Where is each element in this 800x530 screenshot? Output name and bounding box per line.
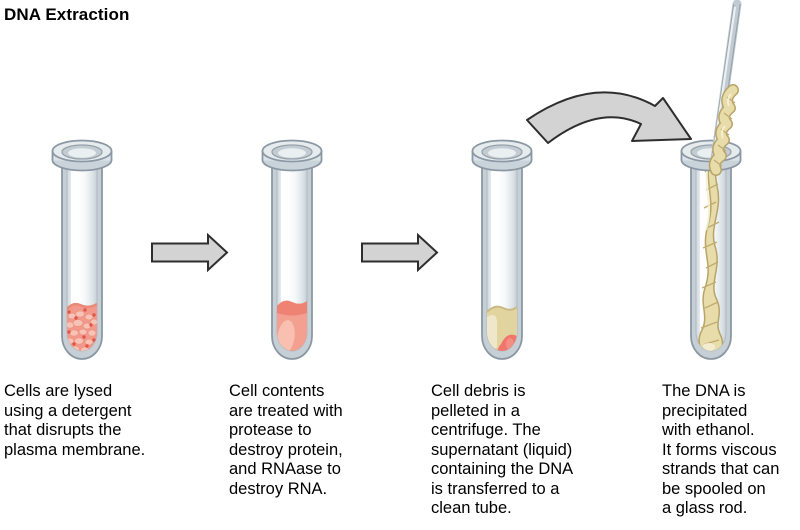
tube-with-lysed-cells [51, 139, 113, 360]
dna-strands-on-rod [708, 84, 739, 176]
step-caption-precipitation: The DNA is precipitated with ethanol. It… [662, 382, 780, 517]
tube-with-supernatant-and-pellet [471, 139, 533, 360]
step-caption-lysis: Cells are lysed using a detergent that d… [4, 382, 146, 459]
transfer-curved-arrow-icon [526, 91, 692, 144]
step-caption-centrifuge: Cell debris is pelleted in a centrifuge.… [431, 382, 574, 517]
process-arrow-icon-2 [361, 234, 438, 271]
page-title: DNA Extraction [4, 5, 130, 24]
lysate-top-band [277, 300, 307, 316]
cell-red-dots [67, 308, 96, 348]
tube-with-cell-lysate [261, 139, 323, 360]
tube-with-spooled-dna [680, 139, 742, 360]
process-arrow-icon-1 [151, 234, 228, 271]
dna-twist-lines [700, 165, 720, 345]
cell-blobs [67, 310, 97, 351]
dna-strands-in-tube [698, 155, 724, 351]
step-caption-protease: Cell contents are treated with protease … [229, 382, 343, 498]
